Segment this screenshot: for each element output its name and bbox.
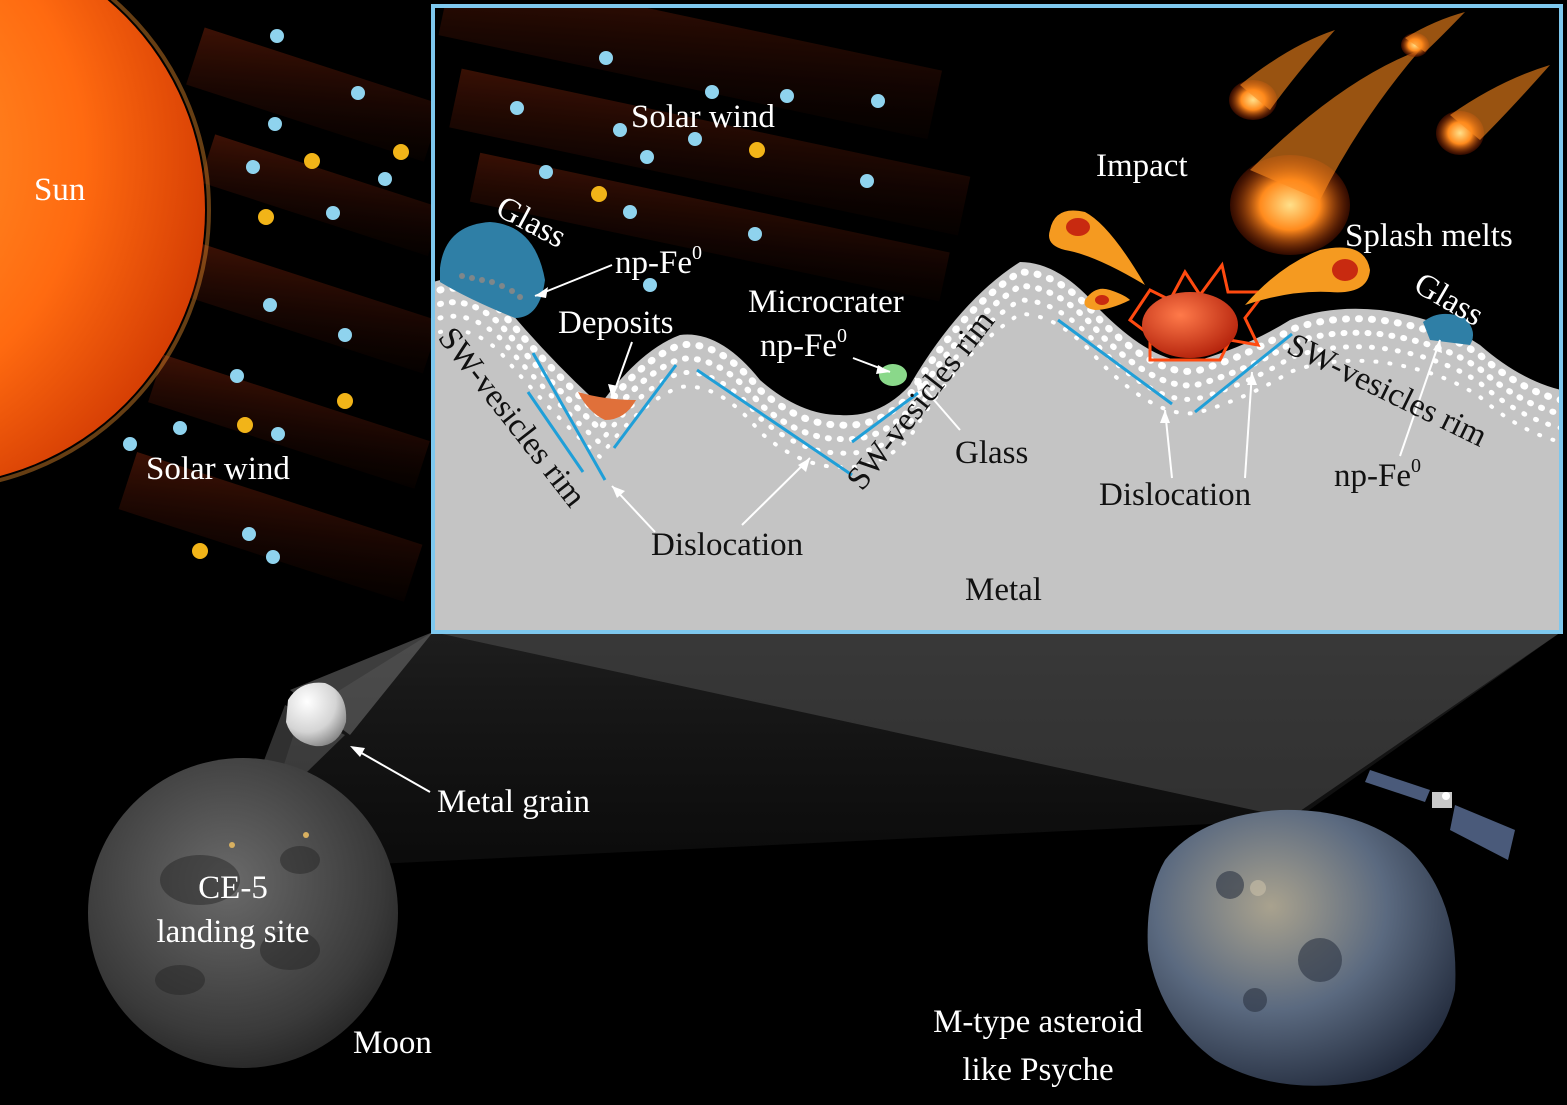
label-splash-melts: Splash melts xyxy=(1345,218,1513,254)
label-sun: Sun xyxy=(34,172,85,208)
label-moon: Moon xyxy=(353,1025,432,1061)
label-metal-grain: Metal grain xyxy=(437,784,590,820)
sun xyxy=(0,0,205,476)
label-microcrater: Microcrater xyxy=(748,284,904,320)
microcrater-glass xyxy=(879,364,907,386)
label-deposits: Deposits xyxy=(558,305,674,341)
zoom-beam xyxy=(250,632,1561,870)
label-solar-wind-inset: Solar wind xyxy=(631,99,775,135)
label-impact: Impact xyxy=(1096,148,1188,184)
impact-melt xyxy=(1142,292,1238,358)
meteors xyxy=(1229,12,1550,255)
dislocation-lines xyxy=(526,318,1293,481)
label-asteroid-line1: M-type asteroid xyxy=(933,1004,1143,1040)
landing-site-marker xyxy=(229,842,235,848)
asteroid xyxy=(1147,809,1456,1086)
metal-grain xyxy=(286,682,347,747)
label-ce5-line1: CE-5 xyxy=(198,870,268,906)
label-metal: Metal xyxy=(965,572,1042,608)
inset-panel xyxy=(433,6,1561,632)
label-np-fe-top: np-Fe0 xyxy=(615,242,702,281)
moon xyxy=(88,758,398,1068)
solar-wind-streaks xyxy=(118,27,444,602)
solar-wind-ions-left xyxy=(123,29,409,564)
label-dislocation-right: Dislocation xyxy=(1099,477,1251,513)
label-asteroid-line2: like Psyche xyxy=(962,1052,1113,1088)
label-np-fe-right: np-Fe0 xyxy=(1334,455,1421,494)
glass-blob-right xyxy=(1423,313,1474,345)
spacecraft xyxy=(1365,770,1515,860)
deposits xyxy=(578,392,636,420)
metal-surface xyxy=(433,262,1561,632)
label-solar-wind-left: Solar wind xyxy=(146,451,290,487)
label-glass-mid: Glass xyxy=(955,435,1028,471)
label-ce5-line2: landing site xyxy=(156,914,309,950)
solar-wind-ions-inset xyxy=(510,51,885,292)
glass-blob-left xyxy=(440,222,545,318)
label-dislocation-left: Dislocation xyxy=(651,527,803,563)
label-np-fe-mid: np-Fe0 xyxy=(760,325,847,364)
inset-border xyxy=(431,4,1563,634)
